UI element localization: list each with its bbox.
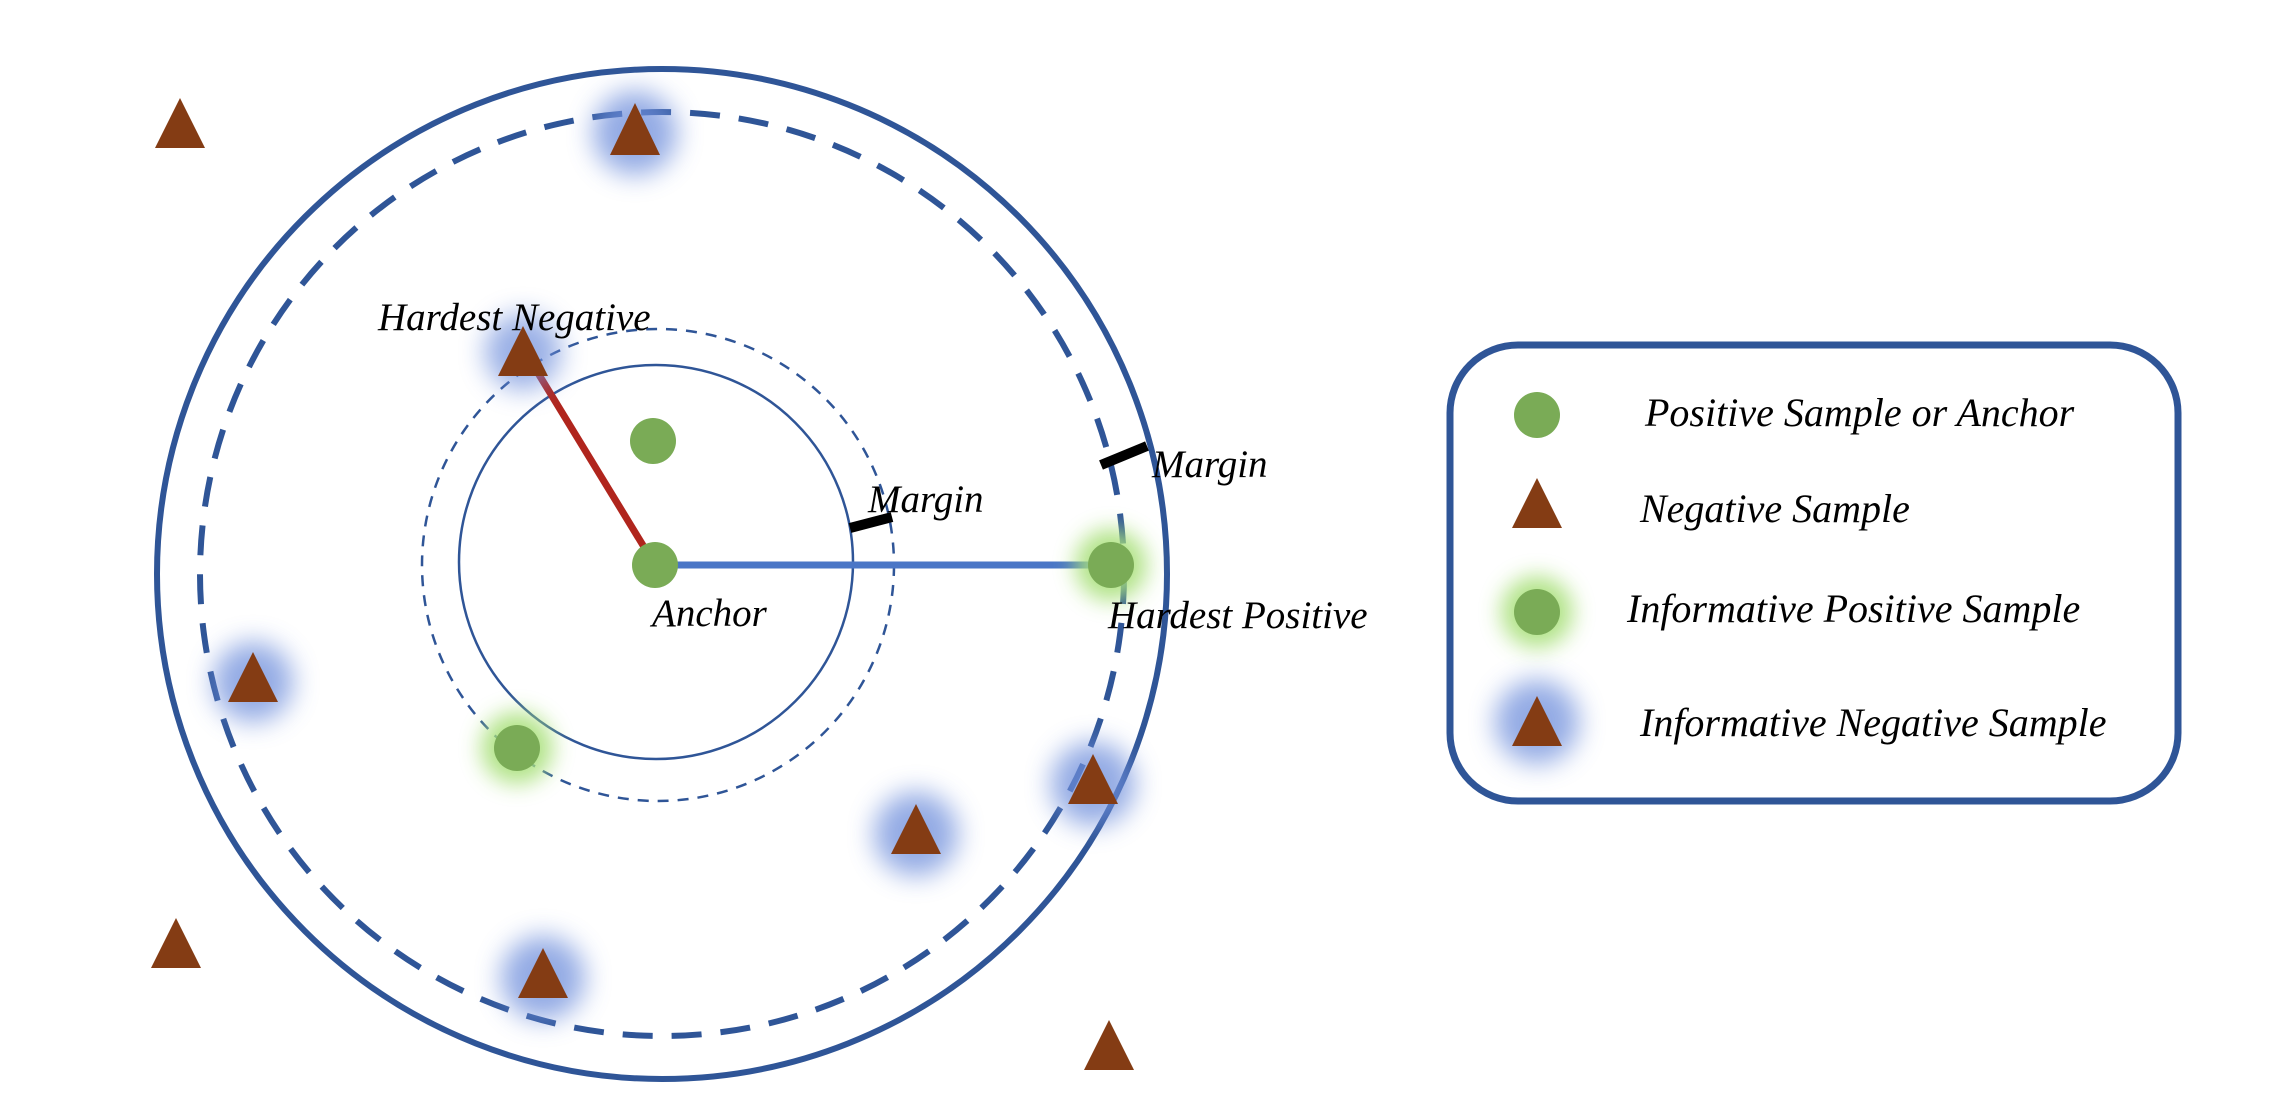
negative-samples bbox=[151, 98, 1134, 1070]
anchor-label: Anchor bbox=[649, 592, 768, 635]
legend-item-label: Informative Positive Sample bbox=[1626, 586, 2080, 631]
informative-negative-point bbox=[891, 804, 941, 854]
legend-item-label: Informative Negative Sample bbox=[1639, 700, 2107, 745]
negative-sample bbox=[1084, 1020, 1134, 1070]
legend-box bbox=[1446, 341, 2182, 805]
anchor-point bbox=[632, 542, 678, 588]
hardest-negative-point bbox=[498, 326, 548, 376]
informative-glows bbox=[213, 91, 1579, 1020]
positive-samples bbox=[494, 418, 1134, 771]
informative-negative-point bbox=[610, 103, 660, 155]
anchor-to-hardest-negative-line bbox=[527, 358, 658, 567]
negative-sample bbox=[151, 918, 201, 968]
hardest-negative-label: Hardest Negative bbox=[377, 296, 651, 339]
inner-margin-label: Margin bbox=[867, 478, 984, 521]
informative-negative-point bbox=[1068, 754, 1118, 804]
negative-triangle-icon bbox=[1512, 478, 1562, 528]
positive-circle-icon bbox=[1514, 392, 1560, 438]
outer-margin-label: Margin bbox=[1151, 443, 1268, 486]
informative-positive-point bbox=[494, 725, 540, 771]
outer-margin-bar bbox=[1099, 441, 1149, 470]
positive-sample bbox=[630, 418, 676, 464]
outer-boundary-circle bbox=[154, 66, 1170, 1082]
informative-negative-triangle-icon bbox=[1512, 696, 1562, 746]
informative-positive-circle-icon bbox=[1514, 589, 1560, 635]
hardest-positive-point bbox=[1088, 542, 1134, 588]
legend: Positive Sample or Anchor Negative Sampl… bbox=[1446, 341, 2182, 805]
hardest-positive-label: Hardest Positive bbox=[1107, 594, 1368, 637]
inner-margin-bar bbox=[848, 512, 894, 533]
legend-item-label: Negative Sample bbox=[1639, 486, 1910, 531]
negative-sample bbox=[155, 98, 205, 148]
legend-item-label: Positive Sample or Anchor bbox=[1644, 390, 2075, 435]
informative-negative-point bbox=[228, 652, 278, 702]
informative-negative-point bbox=[518, 948, 568, 998]
